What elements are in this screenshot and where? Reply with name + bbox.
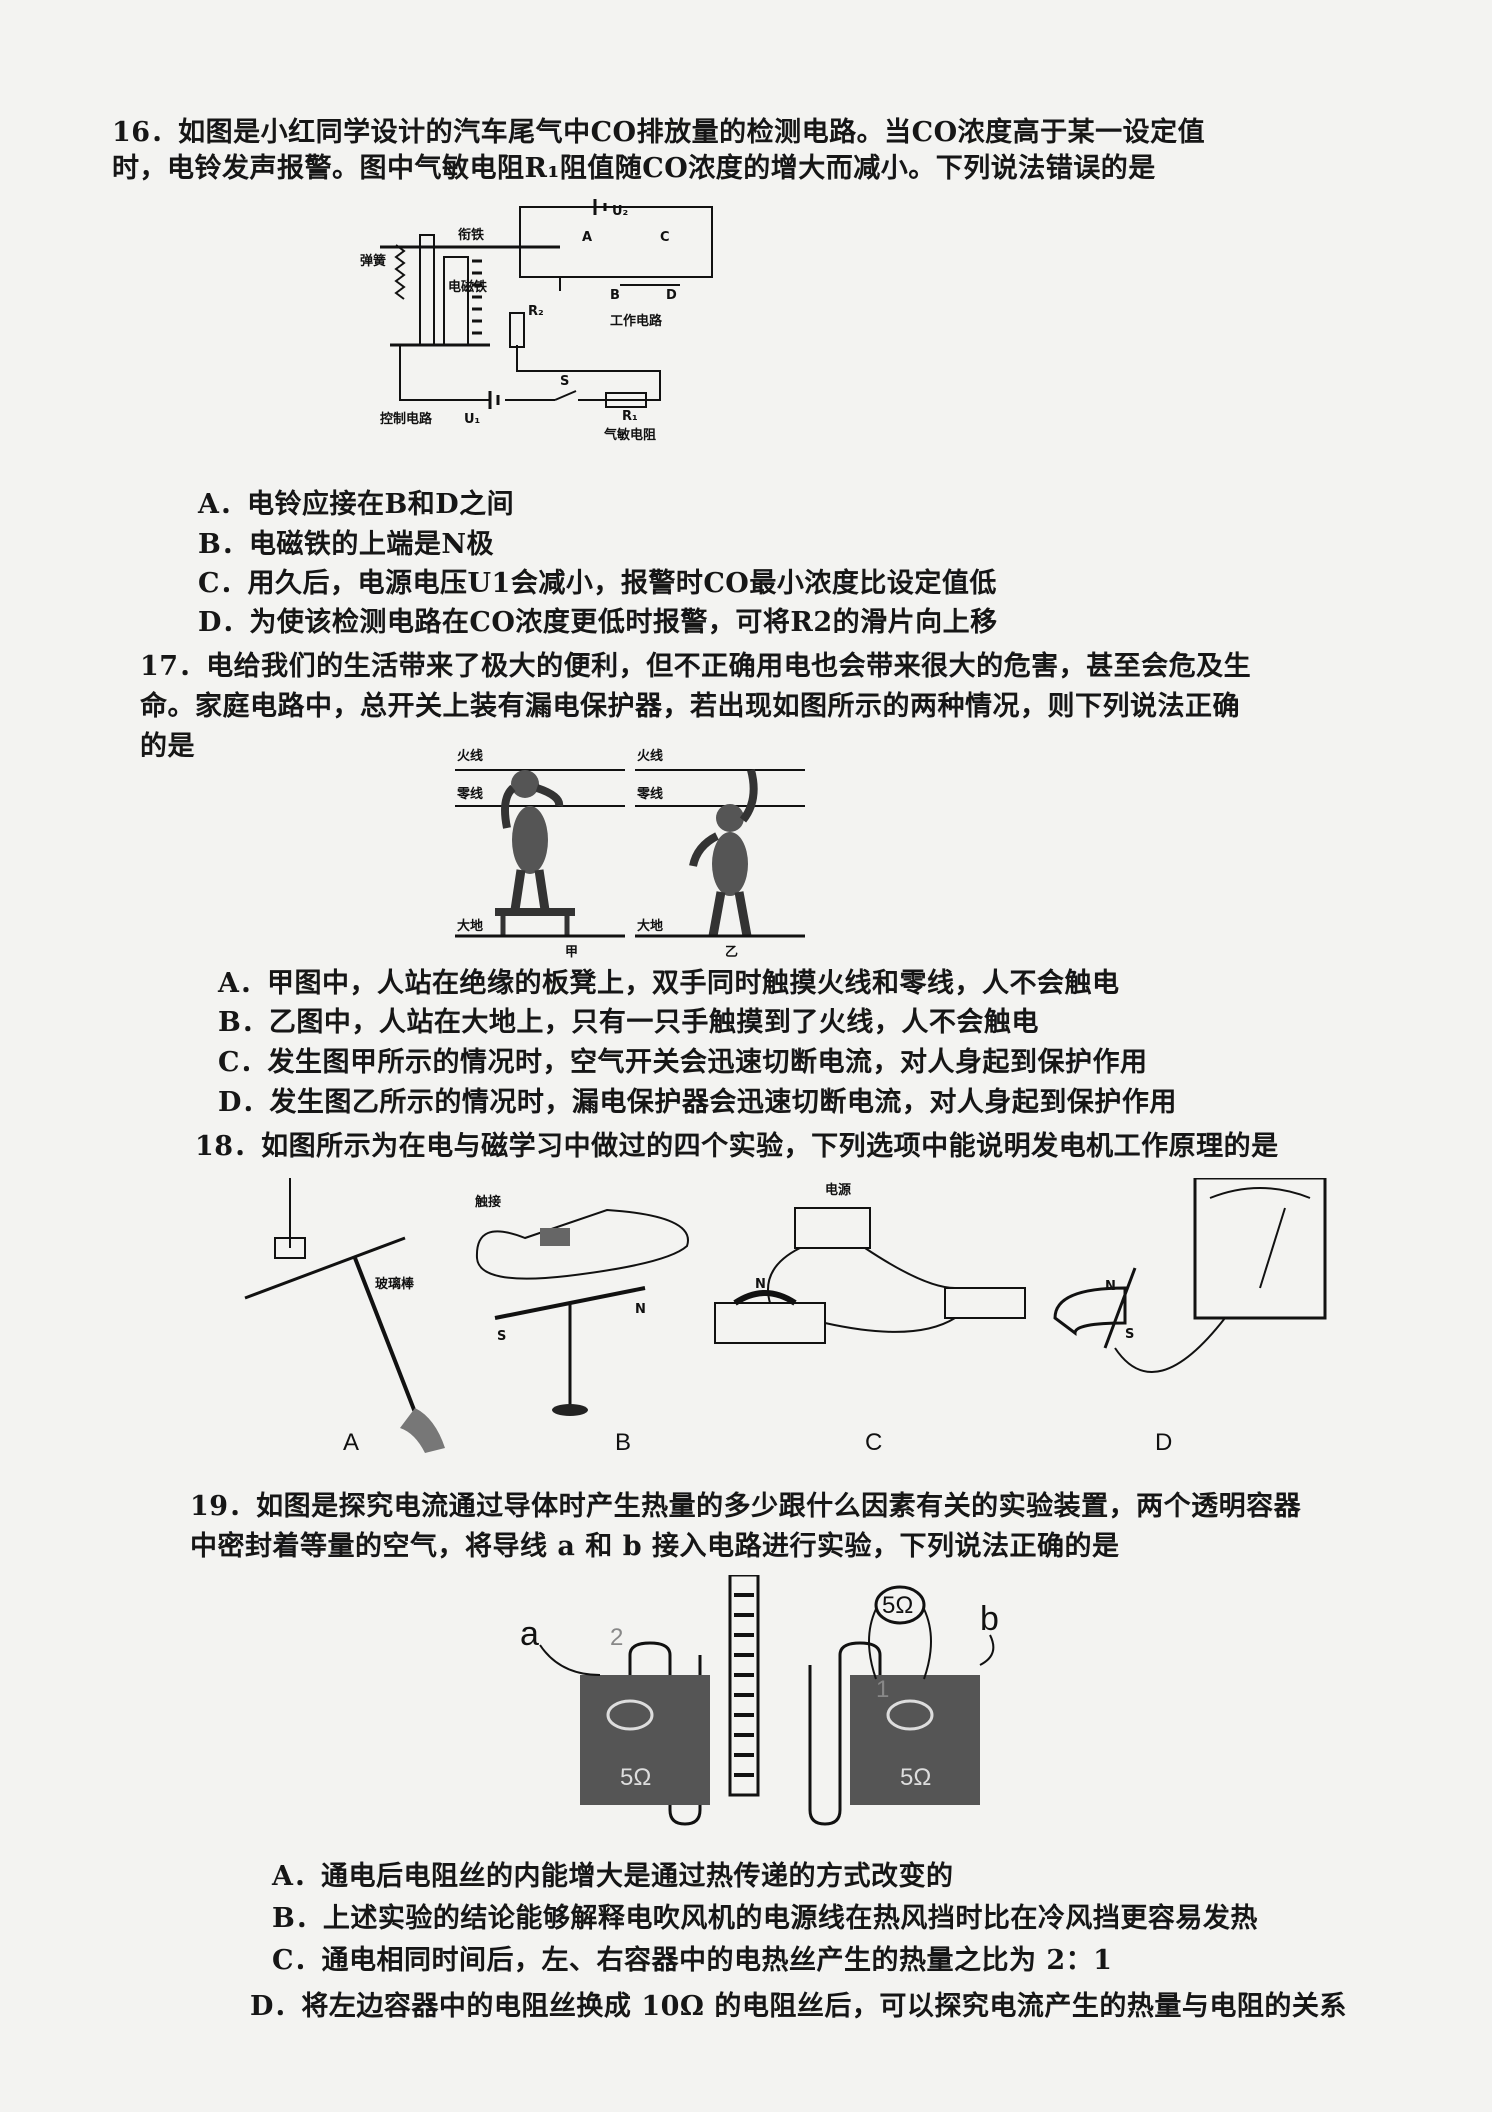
q17-caption-jia: 甲 (565, 945, 578, 960)
q16-option-b: B．电磁铁的上端是N极 (198, 529, 495, 560)
q18-label-c-n: N (755, 1277, 766, 1292)
q17-label-earth1: 大地 (457, 918, 483, 934)
q16-label-d: D (666, 288, 677, 303)
q16-label-u1: U₁ (464, 412, 480, 427)
q18-caption-a: A (343, 1429, 359, 1456)
q16-stem-line2: 时，电铃发声报警。图中气敏电阻R₁阻值随CO浓度的增大而减小。下列说法错误的是 (112, 153, 1156, 184)
q16-circuit-figure: U₂ A C B D 工作电路 弹簧 衔铁 电磁铁 R₂ S (360, 195, 720, 445)
q16-option-a: A．电铃应接在B和D之间 (198, 489, 515, 520)
q19-joule-heat-apparatus: 5Ω 5Ω 5Ω a b 2 1 (520, 1575, 1000, 1845)
q19-option-b: B．上述实验的结论能够解释电吹风机的电源线在热风挡时比在冷风挡更容易发热 (272, 1903, 1258, 1934)
q18-label-b-n: N (635, 1302, 646, 1317)
q18-label-power: 电源 (825, 1182, 851, 1198)
q19-mark-1: 1 (876, 1676, 889, 1703)
q17-stem-line3: 的是 (140, 731, 195, 762)
q19-label-top-5ohm: 5Ω (882, 1592, 913, 1619)
q19-stem-line1: 19．如图是探究电流通过导体时产生热量的多少跟什么因素有关的实验装置，两个透明容… (190, 1491, 1302, 1522)
q18-label-d-n: N (1105, 1279, 1116, 1294)
q19-option-d: D．将左边容器中的电阻丝换成 10Ω 的电阻丝后，可以探究电流产生的热量与电阻的… (250, 1991, 1347, 2022)
q19-label-a: a (520, 1615, 539, 1653)
q19-option-a: A．通电后电阻丝的内能增大是通过热传递的方式改变的 (272, 1861, 954, 1892)
q17-label-neutral1: 零线 (456, 786, 483, 802)
q17-label-live2: 火线 (637, 748, 663, 764)
q16-label-b: B (610, 288, 620, 303)
q16-label-electromagnet: 电磁铁 (448, 279, 487, 295)
q17-option-d: D．发生图乙所示的情况时，漏电保护器会迅速切断电流，对人身起到保护作用 (218, 1087, 1177, 1118)
q16-label-spring: 弹簧 (360, 253, 386, 269)
q16-label-c: C (660, 230, 670, 245)
q19-stem-line2: 中密封着等量的空气，将导线 a 和 b 接入电路进行实验，下列说法正确的是 (190, 1531, 1120, 1562)
q17-stem-line1: 17．电给我们的生活带来了极大的便利，但不正确用电也会带来很大的危害，甚至会危及… (140, 651, 1252, 682)
q18-label-b-s: S (497, 1329, 506, 1344)
q19-mark-2: 2 (610, 1624, 623, 1651)
q16-label-u2: U₂ (612, 204, 628, 219)
q16-label-r1: R₁ (622, 409, 638, 424)
q19-label-right-5ohm: 5Ω (900, 1764, 931, 1791)
q16-label-r2: R₂ (528, 304, 544, 319)
q16-label-gas-resistor: 气敏电阻 (604, 427, 656, 443)
q18-label-glass-rod: 玻璃棒 (375, 1276, 415, 1292)
q18-caption-c: C (865, 1429, 882, 1456)
q17-label-live1: 火线 (457, 748, 483, 764)
q16-label-control-circuit: 控制电路 (380, 411, 433, 427)
q17-option-c: C．发生图甲所示的情况时，空气开关会迅速切断电流，对人身起到保护作用 (218, 1047, 1148, 1078)
q16-option-c: C．用久后，电源电压U1会减小，报警时CO最小浓度比设定值低 (198, 568, 997, 599)
q16-label-s: S (560, 374, 569, 389)
q18-stem: 18．如图所示为在电与磁学习中做过的四个实验，下列选项中能说明发电机工作原理的是 (195, 1131, 1279, 1162)
q19-label-b: b (980, 1600, 999, 1638)
q19-option-c: C．通电相同时间后，左、右容器中的电热丝产生的热量之比为 2：1 (272, 1945, 1113, 1976)
q17-label-neutral2: 零线 (636, 786, 663, 802)
q18-caption-b: B (615, 1429, 631, 1456)
q16-label-armature: 衔铁 (458, 227, 484, 243)
q18-caption-d: D (1155, 1429, 1172, 1456)
q18-label-touch: 触接 (474, 1194, 501, 1210)
q16-stem-line1: 16．如图是小红同学设计的汽车尾气中CO排放量的检测电路。当CO浓度高于某一设定… (112, 117, 1206, 148)
q17-electric-shock-figure: 火线 零线 大地 甲 火线 零线 大地 乙 (455, 740, 835, 965)
q16-label-a: A (582, 230, 592, 245)
q17-label-earth2: 大地 (637, 918, 663, 934)
q17-caption-yi: 乙 (725, 945, 738, 960)
q17-stem-line2: 命。家庭电路中，总开关上装有漏电保护器，若出现如图所示的两种情况，则下列说法正确 (140, 691, 1240, 722)
q18-experiments-figure: 玻璃棒 A 触接 S N B 电源 N C N (225, 1178, 1335, 1458)
q17-option-a: A．甲图中，人站在绝缘的板凳上，双手同时触摸火线和零线，人不会触电 (218, 968, 1120, 999)
q18-label-d-s: S (1125, 1327, 1134, 1342)
q16-label-work-circuit: 工作电路 (610, 313, 663, 329)
q17-option-b: B．乙图中，人站在大地上，只有一只手触摸到了火线，人不会触电 (218, 1007, 1039, 1038)
q16-option-d: D．为使该检测电路在CO浓度更低时报警，可将R2的滑片向上移 (198, 607, 998, 638)
q19-label-left-5ohm: 5Ω (620, 1764, 651, 1791)
